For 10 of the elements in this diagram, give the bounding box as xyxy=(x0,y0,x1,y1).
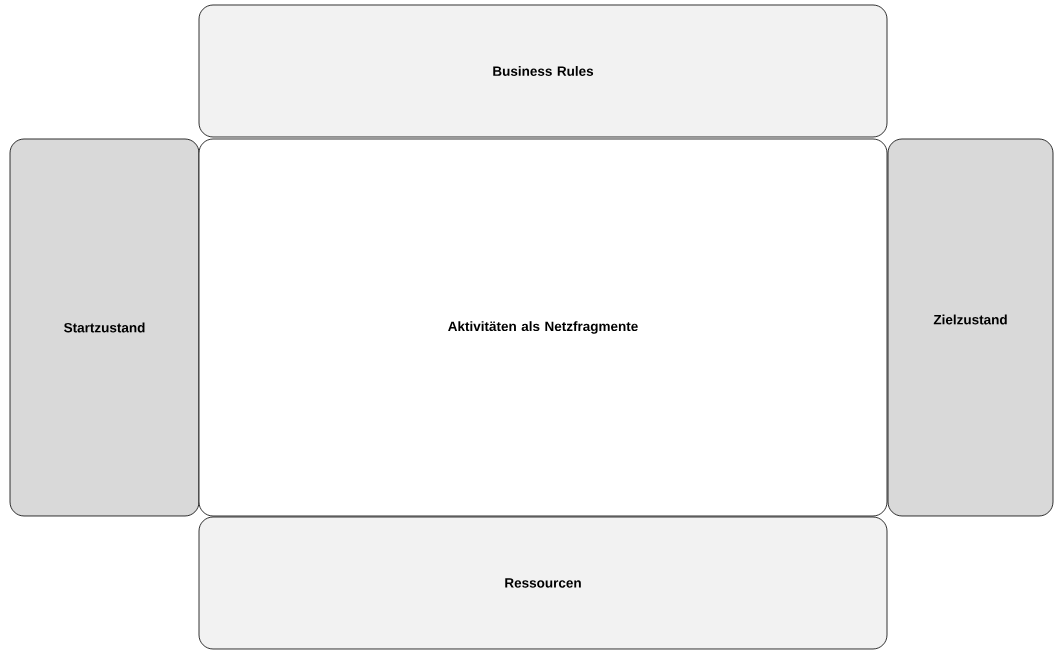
box-label: Aktivitäten als Netzfragmente xyxy=(448,321,638,334)
side-box xyxy=(9,138,200,517)
box-label: Startzustand xyxy=(64,322,145,333)
rounded-box xyxy=(198,4,888,138)
rounded-box xyxy=(198,516,888,650)
box-label: Ressourcen xyxy=(505,578,581,588)
box-label: Business Rules xyxy=(493,66,594,76)
box-label: Zielzustand xyxy=(933,314,1007,325)
side-box xyxy=(887,138,1054,517)
center-box xyxy=(198,138,888,517)
